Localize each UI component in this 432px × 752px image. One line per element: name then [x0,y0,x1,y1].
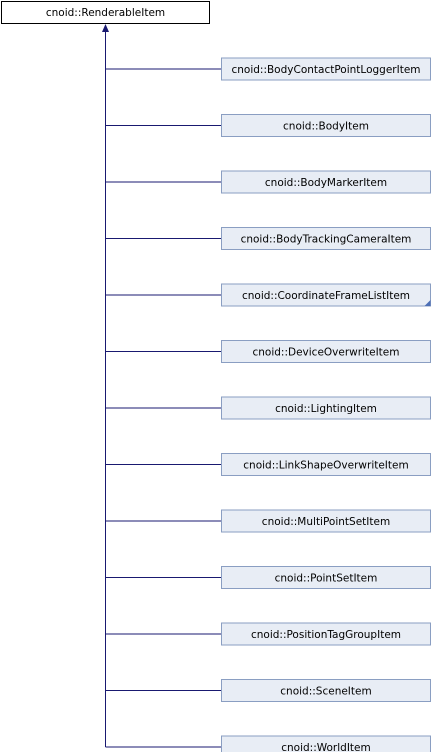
derived-class-label: cnoid::BodyItem [283,121,369,133]
derived-class-node[interactable]: cnoid::DeviceOverwriteItem [221,340,431,363]
derived-class-label: cnoid::SceneItem [280,686,371,698]
derived-class-node[interactable]: cnoid::BodyMarkerItem [221,170,431,194]
derived-class-box [221,170,431,194]
derived-class-box [221,227,431,250]
derived-class-label: cnoid::WorldItem [281,742,371,752]
derived-class-box [221,57,431,81]
derived-class-label: cnoid::CoordinateFrameListItem [242,290,410,302]
derived-class-box [221,679,431,702]
derived-class-node[interactable]: cnoid::CoordinateFrameListItem [221,283,431,307]
derived-class-node[interactable]: cnoid::BodyTrackingCameraItem [221,227,431,250]
derived-classes-layer: cnoid::BodyContactPointLoggerItemcnoid::… [221,57,431,752]
derived-class-node[interactable]: cnoid::LightingItem [221,396,431,420]
derived-class-label: cnoid::BodyMarkerItem [265,177,387,189]
derived-class-node[interactable]: cnoid::PointSetItem [221,566,431,589]
derived-class-node[interactable]: cnoid::WorldItem [221,735,431,752]
derived-class-box [221,509,431,533]
derived-class-node[interactable]: cnoid::PositionTagGroupItem [221,622,431,646]
base-class-label: cnoid::RenderableItem [46,7,165,19]
derived-class-label: cnoid::LinkShapeOverwriteItem [243,460,408,472]
derived-class-box [221,114,431,137]
derived-class-box [221,283,431,307]
edges-layer [102,24,222,748]
derived-class-label: cnoid::BodyTrackingCameraItem [241,234,412,246]
derived-class-box [221,622,431,646]
derived-class-box [221,340,431,363]
derived-class-node[interactable]: cnoid::BodyContactPointLoggerItem [221,57,431,81]
derived-class-box [221,396,431,420]
derived-class-label: cnoid::BodyContactPointLoggerItem [231,64,420,76]
inheritance-arrowhead [102,24,109,32]
derived-class-label: cnoid::PointSetItem [275,573,378,585]
derived-class-label: cnoid::PositionTagGroupItem [251,629,401,641]
more-subclasses-icon [424,300,431,306]
derived-class-node[interactable]: cnoid::MultiPointSetItem [221,509,431,533]
derived-class-node[interactable]: cnoid::LinkShapeOverwriteItem [221,453,431,476]
derived-class-label: cnoid::MultiPointSetItem [262,516,390,528]
base-class-node[interactable]: cnoid::RenderableItem [1,1,210,24]
derived-class-label: cnoid::LightingItem [275,403,377,415]
derived-class-box [221,735,431,752]
derived-class-node[interactable]: cnoid::SceneItem [221,679,431,702]
derived-class-box [221,566,431,589]
derived-class-node[interactable]: cnoid::BodyItem [221,114,431,137]
derived-class-label: cnoid::DeviceOverwriteItem [253,347,400,359]
derived-class-box [221,453,431,476]
